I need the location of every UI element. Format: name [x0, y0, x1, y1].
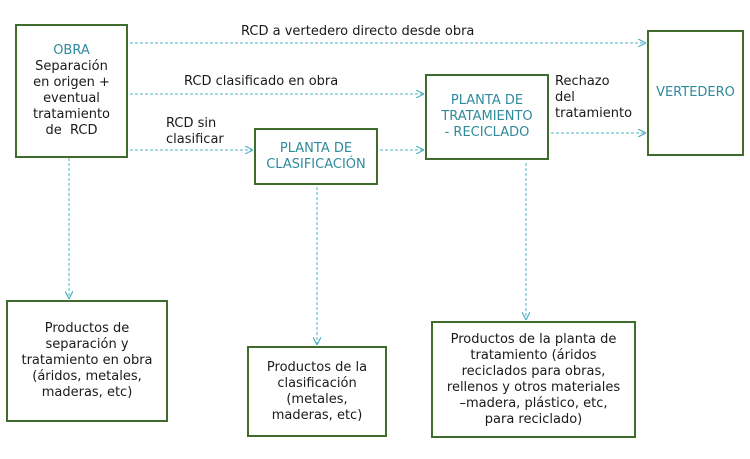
productos-tratamiento-line: reciclados para obras, — [461, 363, 606, 379]
edge-label-rcd-sin-clasificar: RCD sin clasificar — [166, 116, 224, 148]
vertedero-title: VERTEDERO — [656, 85, 735, 100]
productos-tratamiento-line: para reciclado) — [484, 411, 583, 427]
edge-label-line: clasificar — [166, 132, 224, 147]
productos-tratamiento-line: Productos de la planta de — [450, 331, 617, 347]
vertedero-box: VERTEDERO — [647, 30, 744, 156]
edge-label-line: RCD sin — [166, 116, 217, 131]
obra-line: Separación — [35, 59, 108, 74]
planta-clasificacion-line: PLANTA DE — [279, 140, 353, 156]
obra-line: de RCD — [45, 123, 98, 138]
edge-label-rcd-directo: RCD a vertedero directo desde obra — [241, 24, 475, 39]
productos-obra-line: tratamiento en obra — [21, 353, 153, 368]
productos-clasificacion-line: maderas, etc) — [271, 407, 363, 423]
productos-clasificacion-line: Productos de la — [266, 359, 368, 375]
obra-line: eventual — [43, 91, 100, 106]
productos-obra-line: maderas, etc) — [41, 385, 133, 400]
productos-clasificacion-box: Productos de la clasificación (metales, … — [247, 346, 387, 437]
productos-obra-box: Productos de separación y tratamiento en… — [6, 300, 168, 422]
edge-label-line: del — [555, 90, 575, 105]
productos-obra-line: separación y — [45, 337, 129, 352]
productos-tratamiento-line: tratamiento (áridos — [470, 347, 597, 363]
obra-line: en origen + — [33, 75, 110, 90]
obra-title: OBRA — [53, 43, 90, 58]
productos-clasificacion-line: clasificación — [277, 375, 357, 391]
planta-tratamiento-box: PLANTA DE TRATAMIENTO - RECICLADO — [425, 74, 549, 160]
planta-tratamiento-line: TRATAMIENTO — [441, 109, 533, 124]
productos-tratamiento-box: Productos de la planta de tratamiento (á… — [431, 321, 636, 438]
planta-tratamiento-line: - RECICLADO — [444, 125, 530, 140]
edge-label-line: tratamiento — [555, 106, 633, 121]
planta-tratamiento-line: PLANTA DE — [450, 93, 524, 108]
planta-clasificacion-line: CLASIFICACIÓN — [266, 156, 366, 172]
productos-obra-line: Productos de — [44, 321, 130, 336]
obra-box: OBRA Separación en origen + eventual tra… — [15, 24, 128, 158]
edge-label-rechazo: Rechazo del tratamiento — [555, 74, 632, 122]
obra-line: tratamiento — [32, 107, 111, 122]
planta-clasificacion-box: PLANTA DE CLASIFICACIÓN — [254, 128, 378, 185]
productos-clasificacion-line: (metales, — [286, 391, 348, 407]
edge-label-rcd-clasificado: RCD clasificado en obra — [184, 74, 339, 89]
productos-tratamiento-line: rellenos y otros materiales — [446, 379, 621, 395]
productos-obra-line: (áridos, metales, — [32, 369, 142, 384]
productos-tratamiento-line: –madera, plástico, etc, — [459, 395, 608, 411]
edge-label-line: Rechazo — [555, 74, 610, 89]
